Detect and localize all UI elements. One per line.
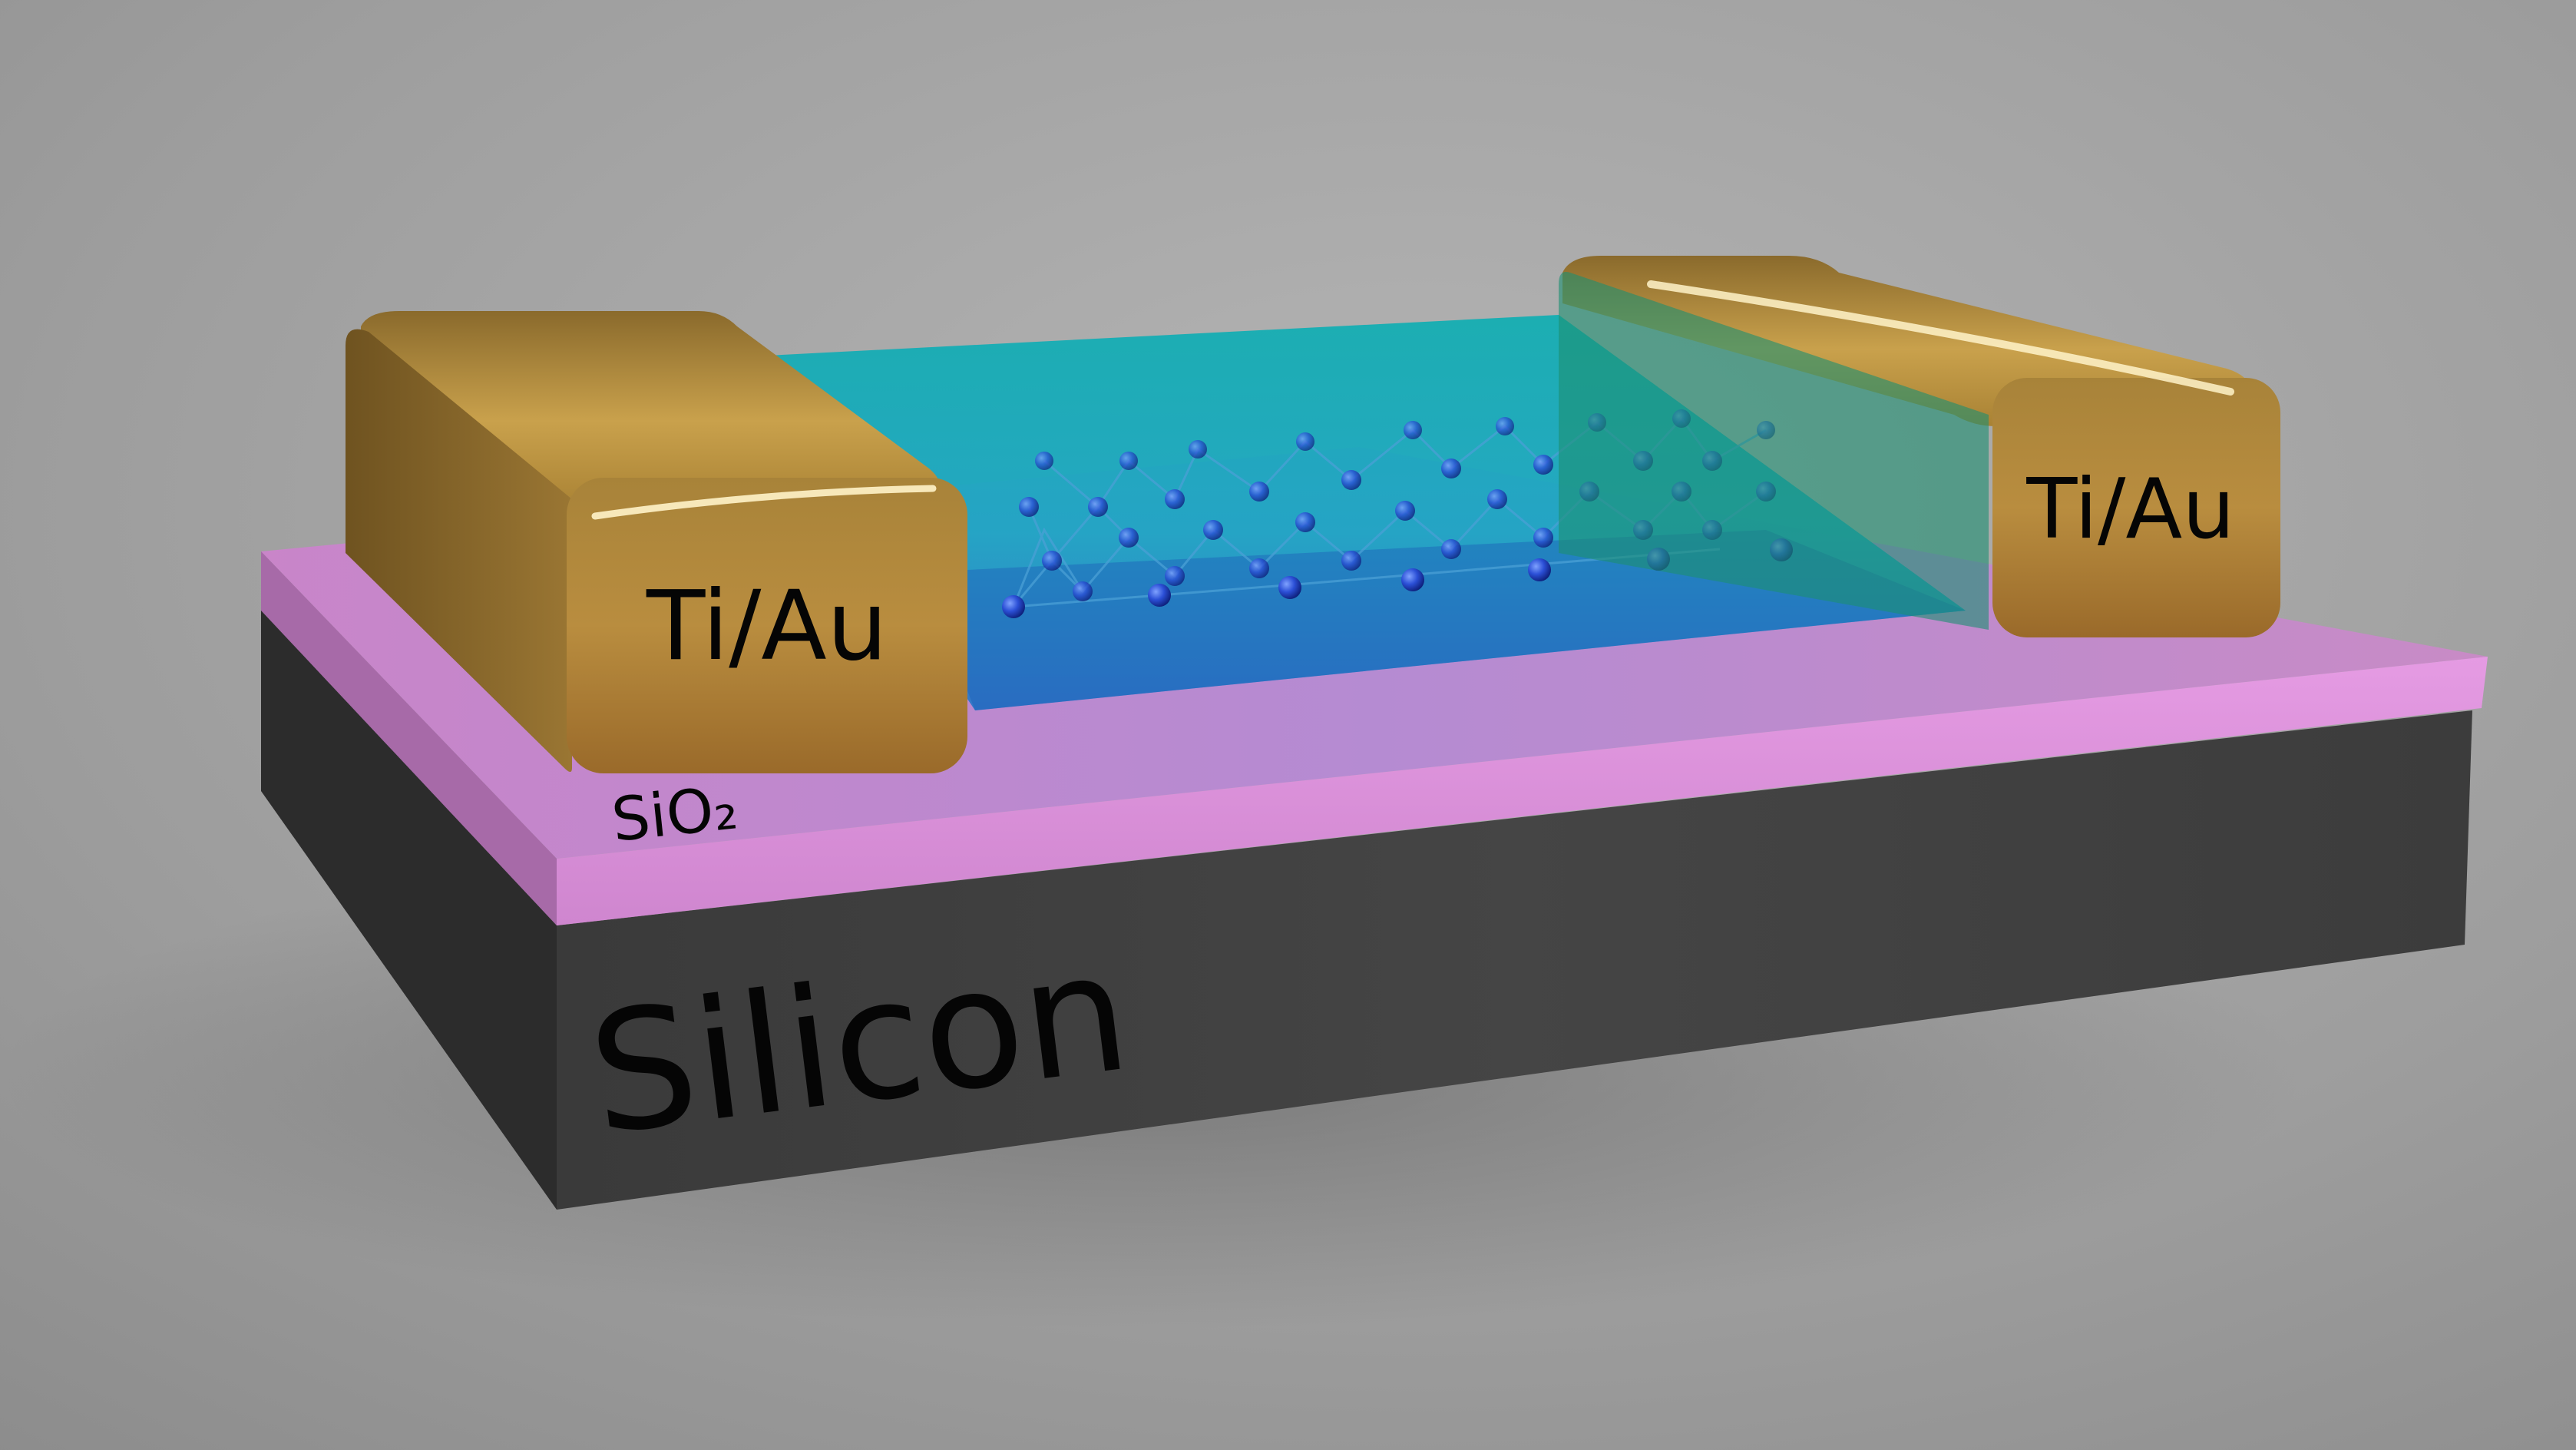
atom [1119,528,1139,548]
atom [1249,558,1269,578]
contact-right: Ti/Au [1559,256,2280,637]
atom [1119,452,1138,470]
atom [1528,558,1551,581]
atom [1395,501,1415,521]
atom [1295,512,1315,532]
oxide-left-side [261,551,557,925]
atom [1296,432,1314,451]
contact-left-label: Ti/Au [646,571,888,682]
contact-left: Ti/Au [346,311,967,773]
atom [1496,417,1514,435]
atom [1203,520,1223,540]
atom [1441,459,1461,478]
substrate-left-side [261,557,557,1210]
contact-right-label: Ti/Au [2025,462,2234,558]
atom [1148,584,1171,607]
atom [1002,595,1025,618]
atom [1533,528,1553,548]
contact-right-highlight [1647,280,2234,396]
atom [1278,576,1301,599]
atom [1249,482,1269,502]
atom [1487,489,1507,509]
atom [1404,421,1422,439]
atom [1088,497,1108,517]
atom [1165,566,1185,586]
atom [1401,568,1424,591]
atom [1165,489,1185,509]
silicon-substrate [261,557,2472,1210]
contact-right-side [1559,272,1989,630]
atom [1189,440,1207,459]
oxide-label: SiO₂ [609,773,741,856]
atom [1341,551,1361,571]
atom [1042,551,1062,571]
contact-right-front [1992,378,2280,637]
substrate-front-face [557,710,2472,1210]
contact-left-side [346,329,572,773]
atom [1035,452,1053,470]
atom [1073,581,1093,601]
contact-left-highlight [591,485,937,520]
atom [1441,539,1461,559]
contact-left-front [567,478,967,773]
atom [1019,497,1039,517]
atom [1533,455,1553,475]
contact-left-top [361,311,939,511]
atom [1341,470,1361,490]
oxide-front-face [557,657,2488,925]
